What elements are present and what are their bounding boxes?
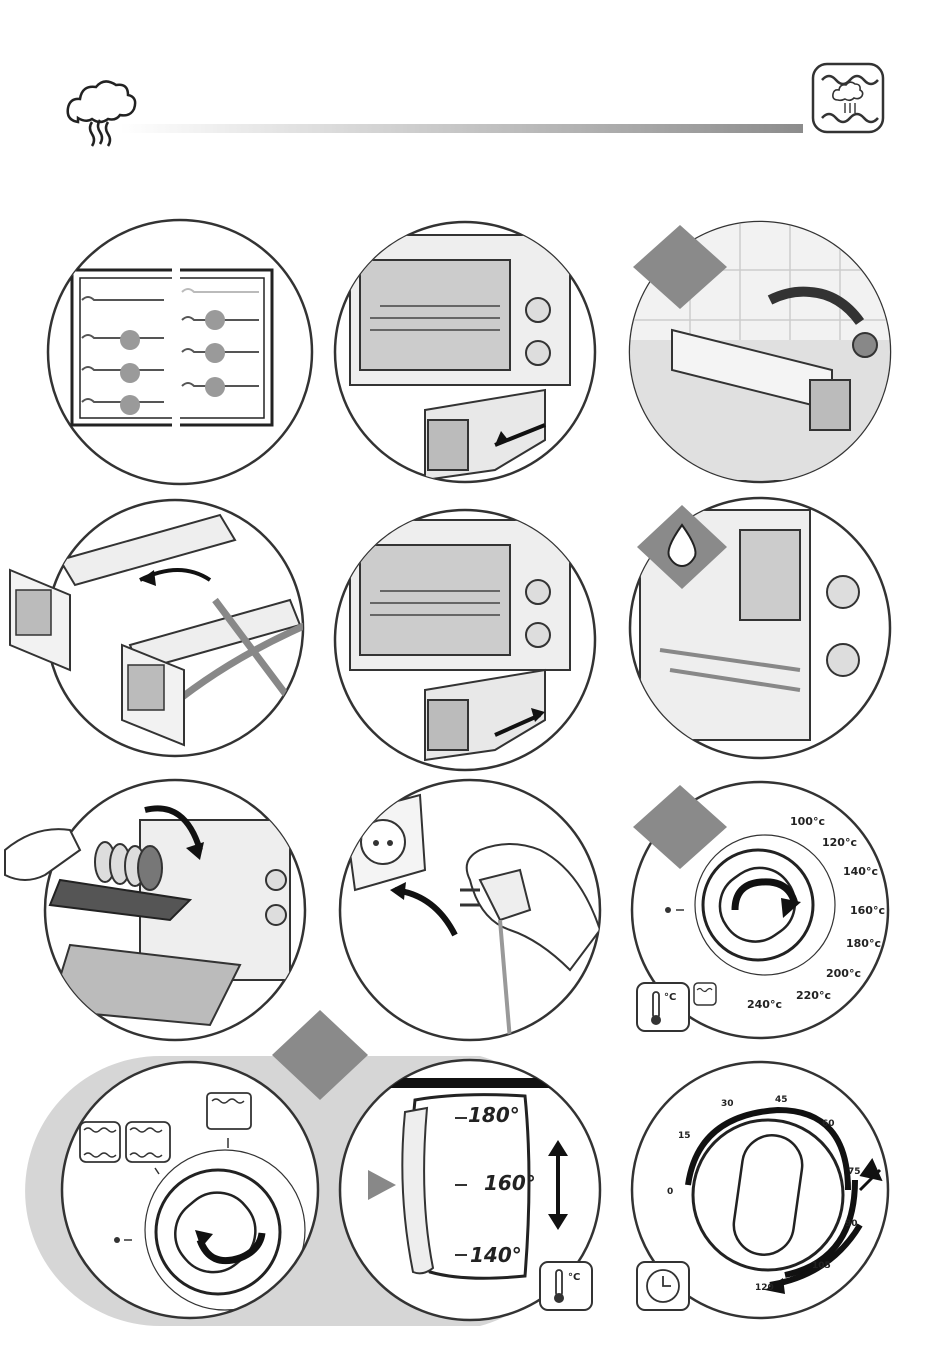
gauge-label: 160° [484, 1171, 536, 1195]
gauge-label: 140° [470, 1243, 522, 1267]
rack-levels-illustration [48, 220, 312, 484]
heat-mode-icon [207, 1093, 251, 1129]
load-tray-illustration [5, 780, 305, 1040]
fill-tank-illustration [630, 220, 890, 482]
oven-interior-illustration [630, 498, 890, 758]
timer-label: 90 [845, 1219, 858, 1229]
header [68, 64, 883, 146]
temperature-label: 200°c [826, 967, 861, 980]
timer-label: 30 [721, 1099, 734, 1109]
remove-water-tank-illustration [335, 222, 595, 482]
temperature-label: 240°c [747, 998, 782, 1011]
timer-label: 105 [812, 1261, 831, 1271]
temperature-label: 180°c [846, 937, 881, 950]
timer-label: 75 [848, 1167, 861, 1177]
temperature-label: 120°c [822, 836, 857, 849]
gauge-unit-icon: °C [540, 1262, 592, 1310]
timer-label: 0 [667, 1187, 673, 1197]
temp-unit-text: °C [664, 992, 676, 1003]
temperature-label: 140°c [843, 865, 878, 878]
steam-mode-small-icon [80, 1122, 120, 1162]
steam-cloud-icon [68, 81, 135, 146]
timer-dial-illustration: 0 15 30 45 60 75 90 105 120 [632, 1062, 888, 1318]
timer-label: 120 [755, 1283, 774, 1293]
temperature-dial-illustration: 100°c 120°c 140°c 160°c 180°c 200°c 220°c 240°c… [632, 782, 888, 1038]
timer-label: 45 [775, 1095, 788, 1105]
temperature-label: 220°c [796, 989, 831, 1002]
combined-mode-icon [126, 1122, 170, 1162]
header-bar [120, 124, 803, 133]
temperature-gauge-illustration: 180° 160° 140° °C [340, 1060, 600, 1320]
steam-mode-icon [813, 64, 883, 132]
gauge-unit-text: °C [568, 1272, 580, 1283]
temperature-label: 100°c [790, 815, 825, 828]
timer-label: 60 [822, 1119, 835, 1129]
clock-icon [637, 1262, 689, 1310]
plug-in-illustration [340, 780, 600, 1040]
temperature-label: 160°c [850, 904, 885, 917]
mode-selector-illustration [62, 1062, 318, 1318]
tank-handling-illustration [10, 500, 330, 756]
gauge-label: 180° [468, 1103, 520, 1127]
timer-label: 15 [678, 1131, 691, 1141]
insert-water-tank-illustration [335, 510, 595, 770]
